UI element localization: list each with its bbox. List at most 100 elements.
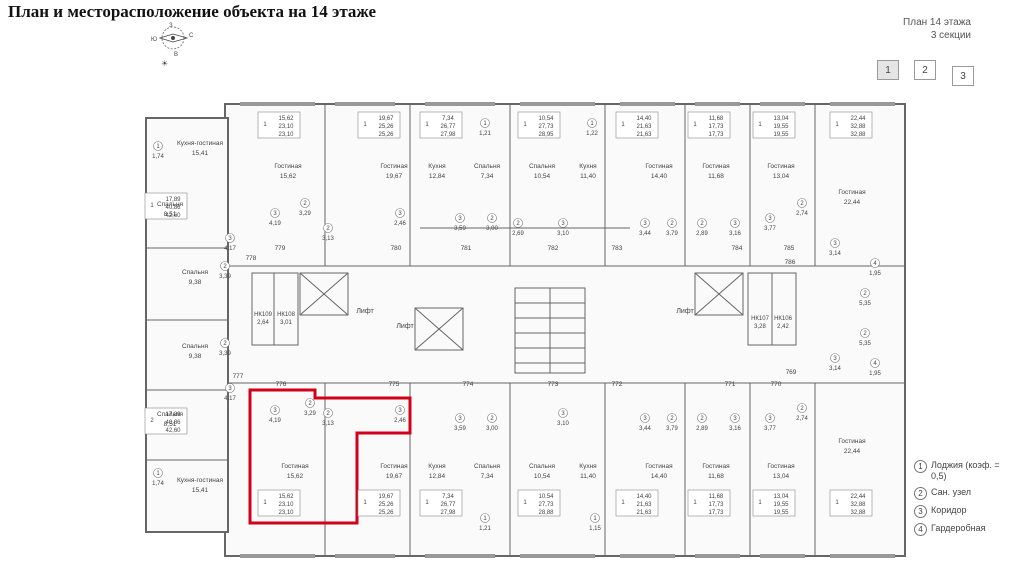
room-marker-number: 2 [700,416,704,422]
apartment-number: 785 [784,245,795,252]
room-marker-area: 3,29 [304,411,316,417]
apartment-info-box[interactable] [357,489,401,517]
room-area: 15,41 [192,150,209,157]
room-marker-area: 2,69 [512,231,524,237]
apartment-info-box[interactable] [517,111,561,139]
apartment-rooms-count: 1 [363,500,367,506]
apartment-area-value: 21,63 [636,502,652,508]
room-name: Кухня [579,463,597,470]
room-marker-badge [270,405,280,415]
apartment-info-box[interactable] [257,489,301,517]
apartment-info-box[interactable] [357,111,401,139]
apartment-area-value: 17,73 [708,132,724,138]
room-area: 15,62 [280,173,297,180]
apartment-info-box[interactable] [615,489,659,517]
room-area: 13,04 [773,473,790,480]
room-area: 15,62 [287,473,304,480]
apartment-info-box[interactable] [752,489,796,517]
apartment-info-box[interactable] [829,489,873,517]
apartment-area-value: 32,88 [850,124,866,130]
apartment-rooms-count: 1 [758,500,762,506]
room-marker-area: 3,00 [486,426,498,432]
room-area: 19,67 [386,473,403,480]
room-marker-badge [765,213,775,223]
apartment-rooms-count: 1 [835,500,839,506]
room-name: Спальня [474,163,501,170]
apartment-info-box[interactable] [419,111,463,139]
room-name: Спальня [182,269,209,276]
apartment-area-value: 19,55 [773,510,789,516]
tab-section-1[interactable]: 3 [952,66,974,86]
apartment-area-value: 10,54 [538,494,554,500]
room-marker-area: 1,21 [479,131,491,137]
room-marker-number: 3 [458,416,462,422]
room-name: Кухня-гостиная [177,140,223,147]
room-marker-badge [558,408,568,418]
apartment-area-value: 7,34 [442,116,454,122]
apartment-area-value: 15,62 [278,494,294,500]
room-area: 11,40 [580,173,596,180]
apartment-area-value: 21,63 [636,510,652,516]
room-name: Гостиная [702,163,730,170]
apartment-number: 779 [275,245,286,252]
room-marker-number: 3 [561,221,565,227]
room-marker-badge [153,141,163,151]
apartment-area-value: 13,04 [773,494,789,500]
room-marker-area: 3,10 [557,231,569,237]
apartment-area-value: 17,89 [165,412,181,418]
room-marker-badge [558,218,568,228]
technical-room-name: НК109 [254,312,273,318]
apartment-info-box[interactable] [687,489,731,517]
apartment-number: 775 [389,381,400,388]
apartment-number: 771 [725,381,736,388]
room-area: 10,54 [534,473,551,480]
apartment-info-box[interactable] [144,407,188,435]
tab-section-3[interactable]: 1 [877,60,899,80]
apartment-area-value: 11,68 [709,494,724,500]
apartment-number: 770 [771,381,782,388]
selected-apartment-outline[interactable] [248,388,412,525]
room-marker-badge [395,405,405,415]
room-marker-area: 1,74 [152,481,164,487]
room-area: 9,38 [189,353,202,360]
tab-section-2[interactable]: 2 [914,60,936,80]
apartment-info-box[interactable] [419,489,463,517]
apartment-info-box[interactable] [615,111,659,139]
room-area: 14,40 [651,173,668,180]
room-name: Кухня [428,463,446,470]
plan-info: План 14 этажа 3 секции [903,16,971,42]
room-marker-number: 3 [273,408,277,414]
room-marker-area: 3,79 [666,426,678,432]
legend-number-badge: 3 [914,505,927,518]
room-name: Кухня [579,163,597,170]
room-area: 12,84 [429,173,446,180]
apartment-area-value: 10,54 [538,116,554,122]
room-name: Спальня [157,411,184,418]
floor-plan: 117,8940,8642,60115,6223,1023,10119,6725… [144,102,906,558]
apartment-info-box[interactable] [144,192,188,220]
room-marker-number: 2 [516,221,520,227]
room-marker-badge [667,413,677,423]
room-marker-area: 1,22 [586,131,598,137]
apartment-info-box[interactable] [829,111,873,139]
room-marker-number: 2 [303,201,307,207]
room-marker-number: 1 [483,516,487,522]
apartment-info-box[interactable] [752,111,796,139]
room-marker-area: 2,74 [796,416,808,422]
apartment-area-value: 27,98 [440,132,456,138]
room-marker-area: 2,89 [696,231,708,237]
apartment-info-box[interactable] [687,111,731,139]
room-marker-number: 2 [800,201,804,207]
technical-room-area: 2,42 [777,324,789,330]
room-name: Гостиная [645,463,673,470]
apartment-info-box[interactable] [257,111,301,139]
room-marker-area: 4,17 [224,246,236,252]
apartment-area-value: 13,04 [773,116,789,122]
apartment-info-box[interactable] [517,489,561,517]
apartment-area-value: 23,10 [278,124,294,130]
compass-icon: Ю С В З ☀ [151,23,194,68]
room-marker-badge [730,218,740,228]
room-name: Спальня [157,201,184,208]
